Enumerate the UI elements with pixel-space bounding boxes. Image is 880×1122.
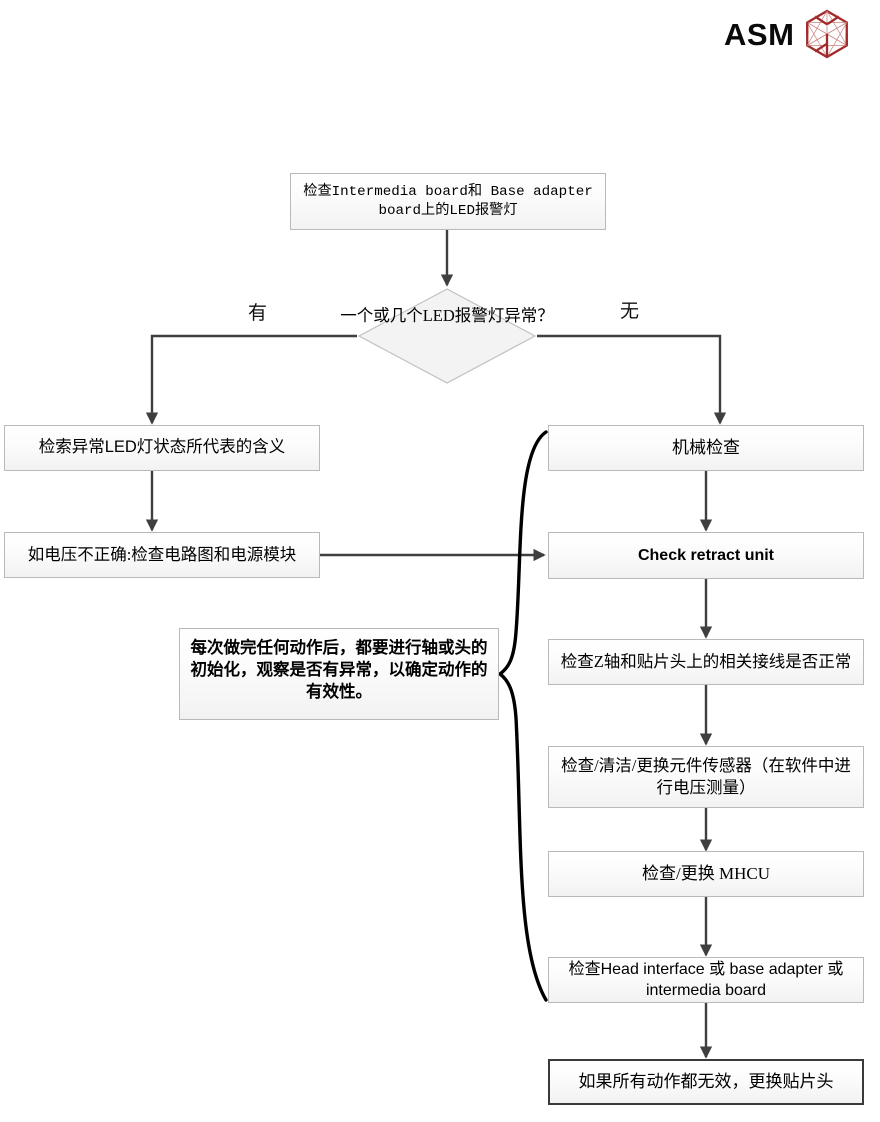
node-check-replace-mhcu[interactable]: 检查/更换 MHCU bbox=[548, 851, 864, 897]
node-mechanical-check[interactable]: 机械检查 bbox=[548, 425, 864, 471]
edge-decision-yes bbox=[145, 334, 357, 425]
node-decision-label: 一个或几个LED报警灯异常？ bbox=[340, 306, 554, 325]
edge-label-no: 无 bbox=[620, 301, 640, 322]
node-retrieve-led-meaning[interactable]: 检索异常LED灯状态所代表的含义 bbox=[4, 425, 320, 471]
node-check-head-interface[interactable]: 检查Head interface 或 base adapter 或 interm… bbox=[548, 957, 864, 1003]
node-right4-label: 检查/清洁/更换元件传感器（在软件中进行电压测量） bbox=[561, 756, 851, 797]
node-check-retract-unit[interactable]: Check retract unit bbox=[548, 532, 864, 579]
node-start-label: 检查Intermedia board和 Base adapter board上的… bbox=[303, 183, 593, 219]
diamond-shape bbox=[358, 288, 536, 384]
node-check-component-sensor[interactable]: 检查/清洁/更换元件传感器（在软件中进行电压测量） bbox=[548, 746, 864, 808]
edge-decision-no bbox=[537, 334, 727, 425]
edge-label-yes: 有 bbox=[248, 303, 268, 324]
node-replace-head[interactable]: 如果所有动作都无效，更换贴片头 bbox=[548, 1059, 864, 1105]
node-right5-label: 检查/更换 MHCU bbox=[642, 863, 770, 883]
node-right2-label: Check retract unit bbox=[637, 546, 775, 564]
node-note-label: 每次做完任何动作后，都要进行轴或头的初始化，观察是否有异常，以确定动作的有效性。 bbox=[190, 638, 488, 701]
node-decision[interactable]: 一个或几个LED报警灯异常？ bbox=[340, 288, 554, 384]
brand-name: ASM bbox=[724, 16, 795, 52]
node-right6-label: 检查Head interface 或 base adapter 或 interm… bbox=[568, 960, 844, 999]
asm-hexagon-logo-icon bbox=[806, 9, 849, 59]
node-note-initialization[interactable]: 每次做完任何动作后，都要进行轴或头的初始化，观察是否有异常，以确定动作的有效性。 bbox=[179, 628, 499, 720]
node-right1-label: 机械检查 bbox=[672, 437, 740, 457]
asm-logo: ASM bbox=[724, 8, 864, 60]
node-start[interactable]: 检查Intermedia board和 Base adapter board上的… bbox=[290, 173, 606, 230]
node-left2-label: 如电压不正确:检查电路图和电源模块 bbox=[27, 545, 297, 565]
node-right3-label: 检查Z轴和贴片头上的相关接线是否正常 bbox=[560, 652, 852, 672]
curly-brace-connector bbox=[498, 430, 548, 1002]
node-left1-label: 检索异常LED灯状态所代表的含义 bbox=[38, 438, 286, 457]
node-check-circuit-power[interactable]: 如电压不正确:检查电路图和电源模块 bbox=[4, 532, 320, 578]
node-check-z-axis-wiring[interactable]: 检查Z轴和贴片头上的相关接线是否正常 bbox=[548, 639, 864, 685]
node-end-label: 如果所有动作都无效，更换贴片头 bbox=[578, 1071, 834, 1091]
